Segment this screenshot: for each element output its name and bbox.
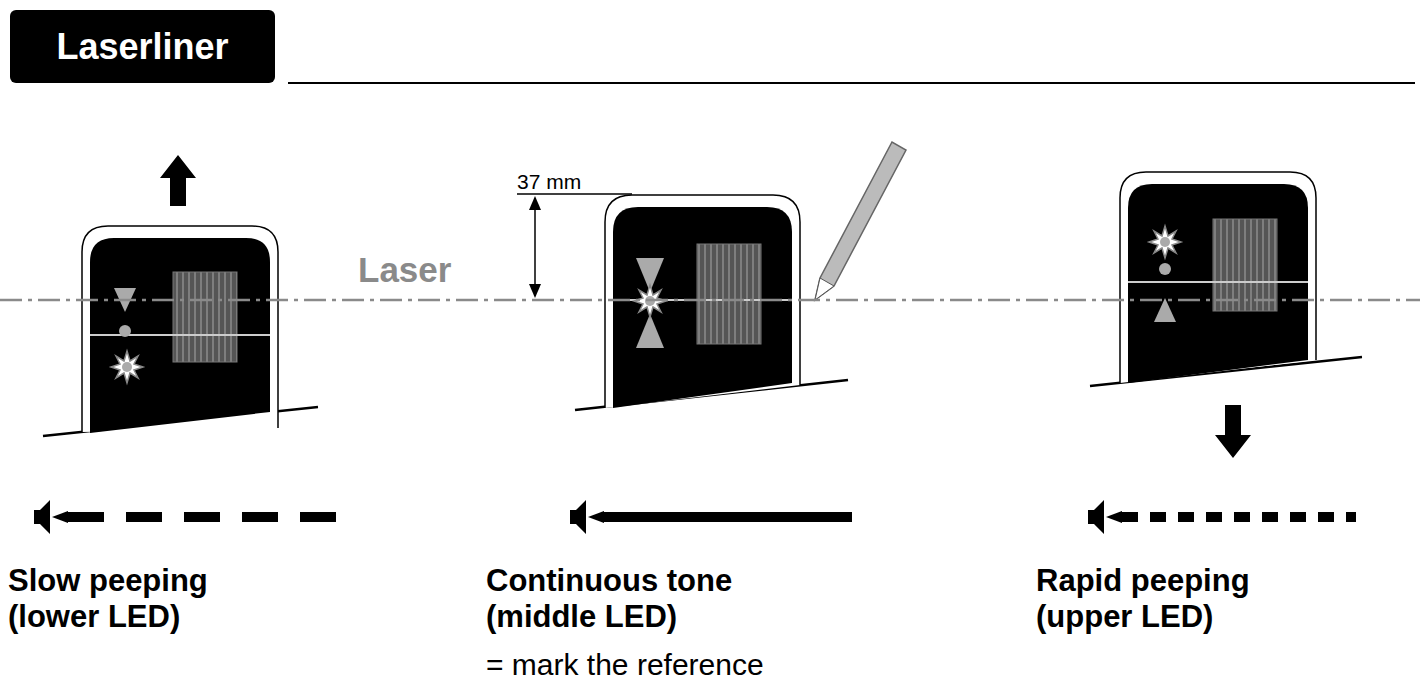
laser-receiver-low — [43, 155, 318, 436]
laser-receiver-high — [1090, 172, 1362, 458]
laser-line — [0, 299, 1420, 302]
signal-label: Rapid peeping (upper LED) — [1036, 563, 1336, 634]
pencil — [815, 142, 906, 300]
note-label: = mark the reference — [486, 648, 764, 683]
laser-label: Laser — [358, 250, 451, 290]
signal-label: Slow peeping (lower LED) — [8, 563, 298, 634]
brand-name: Laserliner — [56, 26, 228, 68]
brand-logo: Laserliner — [10, 10, 275, 83]
signal-label: Continuous tone (middle LED) — [486, 563, 806, 634]
header-rule — [288, 82, 1415, 84]
laser-receiver-center — [517, 142, 906, 410]
tone-symbols — [34, 500, 1356, 534]
dimension-label: 37 mm — [517, 170, 581, 194]
